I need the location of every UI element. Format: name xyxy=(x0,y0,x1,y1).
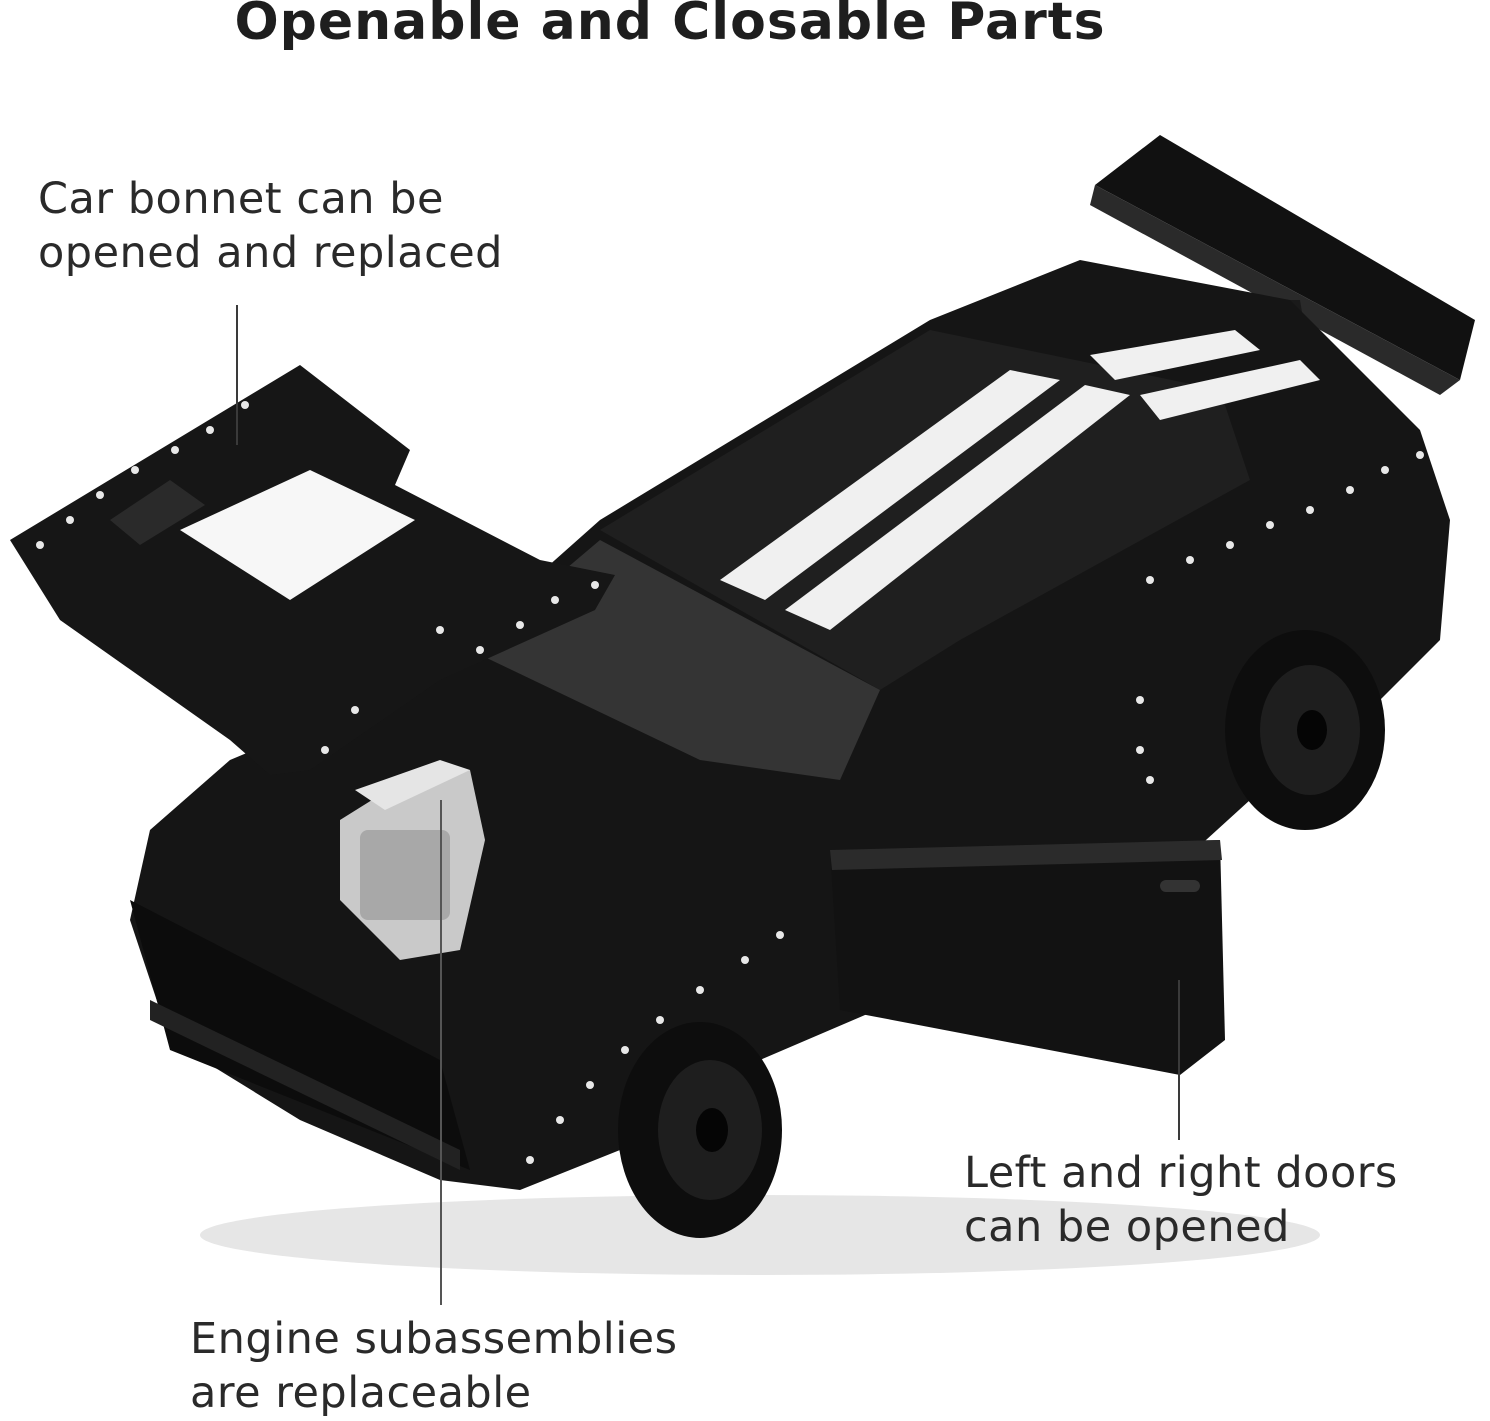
bonnet-callout-line1: Car bonnet can be xyxy=(38,174,444,224)
doors-callout-line2: can be opened xyxy=(964,1202,1290,1252)
bonnet-leader-line xyxy=(236,305,238,445)
doors-callout-line1: Left and right doors xyxy=(964,1148,1398,1198)
engine-callout-line1: Engine subassemblies xyxy=(190,1314,678,1364)
bonnet-callout-line2: opened and replaced xyxy=(38,228,503,278)
engine-block xyxy=(340,760,485,960)
doors-leader-line xyxy=(1178,980,1180,1140)
bonnet-callout: Car bonnet can be opened and replaced xyxy=(38,172,503,280)
rivets xyxy=(36,401,1424,1164)
car-model-photo xyxy=(10,135,1475,1275)
engine-callout-line2: are replaceable xyxy=(190,1368,532,1418)
open-bonnet xyxy=(10,365,615,775)
doors-callout: Left and right doors can be opened xyxy=(964,1146,1398,1254)
rear-wheel xyxy=(1225,630,1385,830)
open-door xyxy=(830,840,1225,1075)
car-body xyxy=(130,260,1450,1190)
engine-leader-line xyxy=(440,800,442,1305)
engine-callout: Engine subassemblies are replaceable xyxy=(190,1312,678,1420)
front-wheel xyxy=(618,1022,782,1238)
page-title: Openable and Closable Parts xyxy=(234,0,1106,52)
